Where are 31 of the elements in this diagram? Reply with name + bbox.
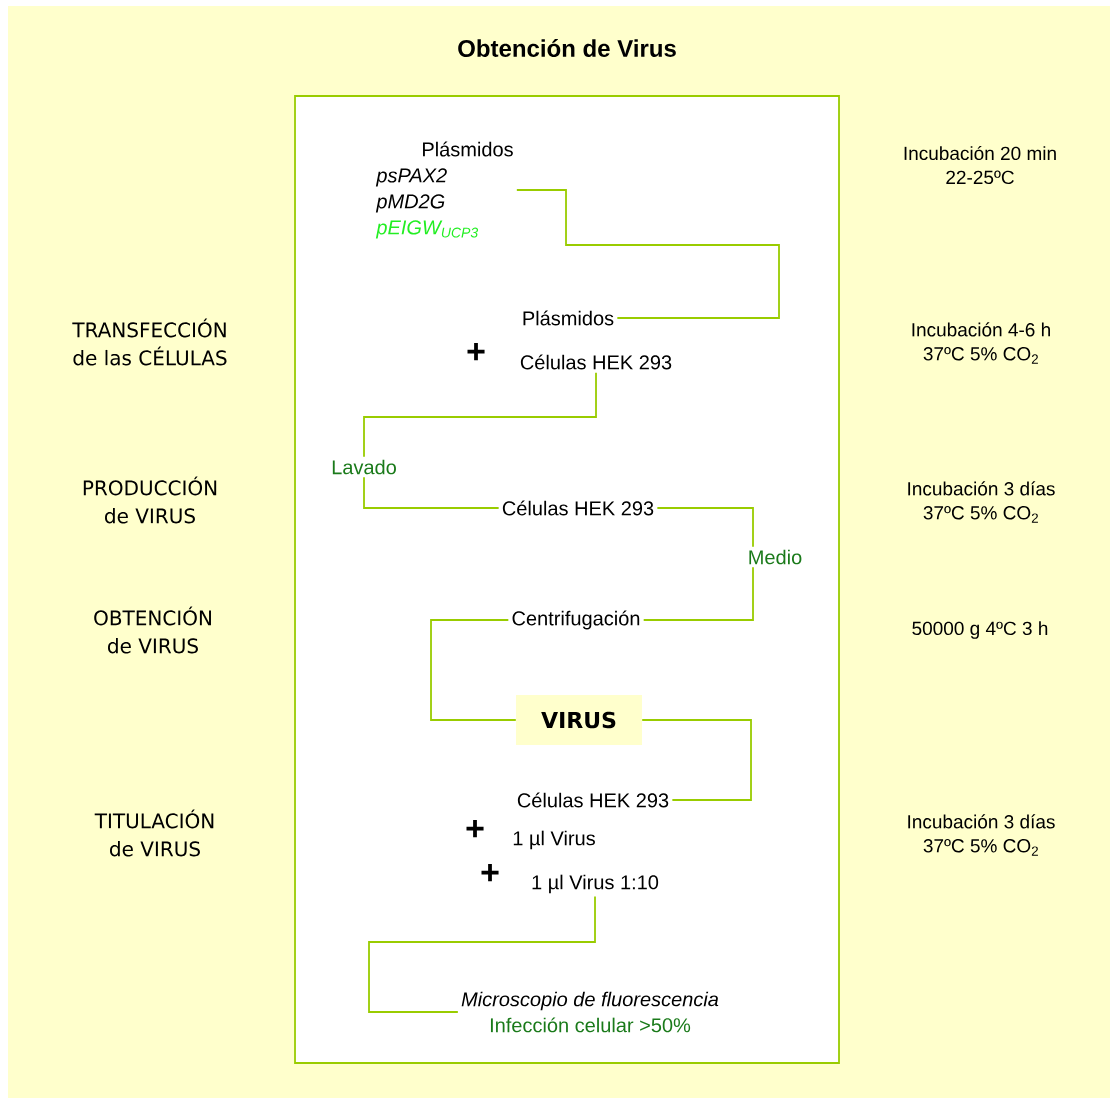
stage-label: TITULACIÓN de VIRUS [94,809,214,857]
connector-line [430,619,517,721]
step-text: Plásmidos [523,310,614,326]
edge-label: Lavado [328,456,400,478]
step-text: 1 µl Virus [513,830,595,850]
step-text: Centrifugación [512,610,640,630]
virus-box: VIRUS [516,695,642,745]
condition-note: Incubación 4-6 h 37ºC 5% CO$_{2}$ [912,322,1050,364]
step-text: 1 µl Virus 1:10 [532,874,659,894]
condition-note: 50000 g 4ºC 3 h [912,621,1048,639]
stage-label: PRODUCCIÓN de VIRUS [83,476,217,524]
condition-note: Incubación 3 días 37ºC 5% CO$_{2}$ [908,814,1055,856]
panel-frame [294,95,840,1064]
connector-line [368,895,596,1013]
step-text: Células HEK 293 [517,792,669,808]
condition-note: Incubación 3 días 37ºC 5% CO$_{2}$ [908,481,1055,523]
connector-line [363,371,597,509]
step-text: Células HEK 293 [520,354,672,370]
plus-sign: + [466,820,484,838]
connector-line [642,507,754,621]
connector-line [641,719,752,801]
condition-note: Incubación 20 min 22-25ºC [904,145,1056,185]
title: Obtención de Virus [458,39,676,57]
step-text: Plásmidos psPAX2 pMD2G pEIGW$_{UCP3}$ [375,141,513,239]
plus-sign: + [467,343,485,361]
step-text: Células HEK 293 [502,500,654,516]
step-text: Microscopio de fluorescencia Infección celular >50% [461,991,719,1033]
connector-line [515,189,780,319]
stage-label: TRANSFECCIÓN de las CÉLULAS [72,318,227,366]
plus-sign: + [481,864,499,882]
stage-label: OBTENCIÓN de VIRUS [94,606,211,654]
